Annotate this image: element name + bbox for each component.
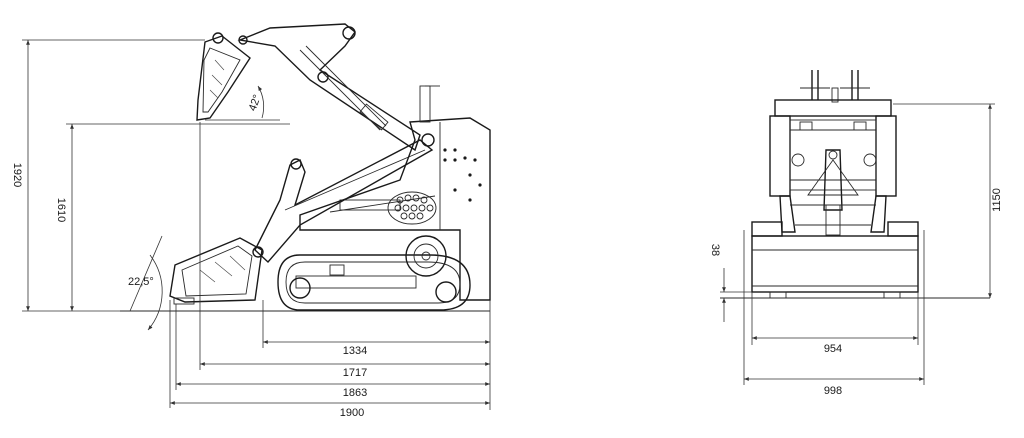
front-view: 1150 38 954 998 — [709, 70, 1003, 397]
dim-width-998: 998 — [743, 230, 925, 397]
label-1150: 1150 — [991, 188, 1003, 212]
label-954: 954 — [824, 343, 842, 355]
dim-height-1150: 1150 — [893, 103, 1003, 298]
label-1717: 1717 — [343, 367, 367, 379]
grille — [387, 191, 437, 225]
angle-22-5: 22,5° — [128, 235, 163, 331]
loader-arm-raised — [237, 23, 421, 152]
idler-rear — [289, 277, 311, 299]
label-1863: 1863 — [343, 387, 367, 399]
side-supports — [779, 195, 887, 233]
label-1334: 1334 — [343, 345, 367, 357]
label-998: 998 — [824, 385, 842, 397]
label-38: 38 — [709, 244, 721, 256]
dim-height-1920: 1920 — [11, 39, 205, 312]
chassis — [299, 85, 491, 301]
drive-sprocket — [405, 235, 447, 277]
control-holes — [443, 148, 482, 202]
angle-42: 42° — [205, 85, 280, 121]
front-tracks — [751, 221, 919, 299]
label-1900: 1900 — [340, 407, 364, 419]
dim-length-1717: 1717 — [199, 122, 490, 379]
label-42: 42° — [247, 93, 264, 113]
side-view: 1920 1610 42° — [11, 23, 491, 419]
label-1610: 1610 — [55, 198, 67, 222]
dim-length-1900: 1900 — [169, 300, 490, 419]
label-22-5: 22,5° — [128, 276, 154, 288]
loader-arm-lowered — [252, 139, 436, 264]
raised-bucket — [196, 32, 251, 121]
idler-front — [435, 281, 457, 303]
track-assembly — [277, 235, 471, 311]
dim-clearance-38: 38 — [709, 244, 752, 322]
upper-frame — [769, 99, 897, 197]
dim-length-1334: 1334 — [262, 300, 491, 410]
front-mast — [807, 149, 859, 236]
dim-width-954: 954 — [751, 292, 919, 355]
label-1920: 1920 — [11, 163, 23, 187]
dim-height-1610: 1610 — [55, 123, 290, 311]
control-levers — [800, 70, 870, 103]
dim-length-1863: 1863 — [175, 304, 490, 399]
lowered-bucket — [169, 237, 263, 305]
